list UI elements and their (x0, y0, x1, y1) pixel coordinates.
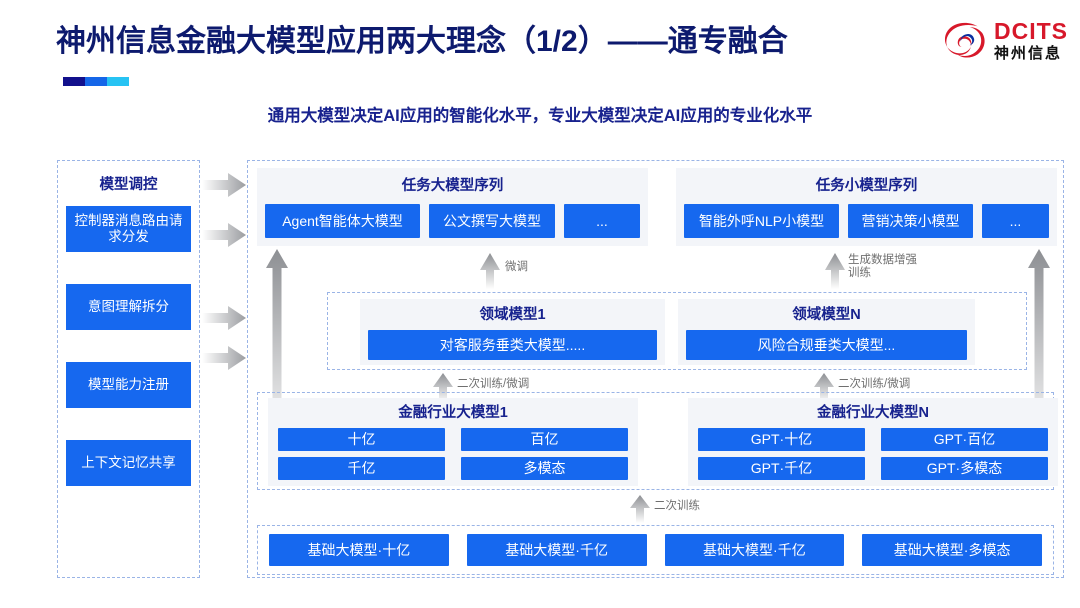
task-sequence-row: 任务大模型序列 Agent智能体大模型 公文撰写大模型 ... 任务小模型序列 … (257, 168, 1057, 246)
sidebar-item-intent-understanding[interactable]: 意图理解拆分 (66, 284, 191, 330)
arrow-label-fine-tune: 微调 (505, 261, 528, 273)
domain-model-1-box[interactable]: 对客服务垂类大模型..... (368, 330, 657, 360)
arrow-label-retrain-finetune-right: 二次训练/微调 (838, 378, 911, 390)
tall-up-arrow-icon-right (1028, 249, 1050, 454)
logo-text-en: DCITS (994, 18, 1068, 44)
arrow-label-gen-data-aug: 生成数据增强 训练 (848, 254, 917, 280)
industry-n-box-gpt-shiyi[interactable]: GPT·十亿 (698, 428, 865, 451)
industry-1-box-shiyi[interactable]: 十亿 (278, 428, 445, 451)
tall-up-arrow-icon-left (266, 249, 288, 454)
domain-model-band: 领域模型1 对客服务垂类大模型..... 领域模型N 风险合规垂类大模型... (327, 292, 1027, 370)
domain-model-1-title: 领域模型1 (479, 307, 546, 323)
arrow-label-retrain: 二次训练 (654, 500, 700, 512)
industry-n-box-gpt-qianyi[interactable]: GPT·千亿 (698, 457, 865, 480)
up-arrow-icon-retrain-left (433, 373, 453, 403)
industry-model-n-title: 金融行业大模型N (817, 405, 929, 421)
industry-model-band: 金融行业大模型1 十亿 百亿 千亿 多模态 金融行业大模型N GPT·十亿 GP… (257, 392, 1058, 490)
domain-model-n-panel: 领域模型N 风险合规垂类大模型... (678, 299, 975, 365)
task-large-model-panel: 任务大模型序列 Agent智能体大模型 公文撰写大模型 ... (257, 168, 648, 246)
task-small-model-title: 任务小模型序列 (815, 178, 918, 194)
task-box-marketing-decision[interactable]: 营销决策小模型 (848, 204, 973, 238)
industry-model-n-boxes: GPT·十亿 GPT·百亿 GPT·千亿 GPT·多模态 (688, 422, 1058, 480)
up-arrow-icon-fine-tune-left (480, 253, 500, 289)
sidebar-panel: 模型调控 控制器消息路由请求分发 意图理解拆分 模型能力注册 上下文记忆共享 (57, 160, 200, 578)
base-model-band: 基础大模型·十亿 基础大模型·千亿 基础大模型·千亿 基础大模型·多模态 (257, 525, 1054, 575)
feed-arrow-icon-2 (202, 223, 246, 247)
base-box-qianyi-2[interactable]: 基础大模型·千亿 (664, 534, 845, 566)
base-box-shiyi[interactable]: 基础大模型·十亿 (269, 534, 449, 566)
feed-arrow-icon-4 (202, 346, 246, 370)
task-box-more-large[interactable]: ... (564, 204, 640, 238)
domain-model-1-panel: 领域模型1 对客服务垂类大模型..... (360, 299, 665, 365)
industry-1-box-multimodal[interactable]: 多模态 (461, 457, 628, 480)
accent-seg-1 (63, 77, 85, 86)
industry-model-1-title: 金融行业大模型1 (398, 405, 508, 421)
sidebar-title: 模型调控 (99, 177, 158, 193)
task-small-model-panel: 任务小模型序列 智能外呼NLP小模型 营销决策小模型 ... (676, 168, 1057, 246)
industry-model-n-panel: 金融行业大模型N GPT·十亿 GPT·百亿 GPT·千亿 GPT·多模态 (688, 398, 1058, 486)
accent-bar (63, 77, 129, 86)
up-arrow-icon-retrain-right (814, 373, 834, 403)
page-subtitle: 通用大模型决定AI应用的智能化水平，专业大模型决定AI应用的专业化水平 (267, 107, 813, 125)
sidebar-item-context-memory[interactable]: 上下文记忆共享 (66, 440, 191, 486)
industry-n-box-gpt-baiyi[interactable]: GPT·百亿 (881, 428, 1048, 451)
arrow-label-retrain-finetune-left: 二次训练/微调 (457, 378, 530, 390)
architecture-container: 任务大模型序列 Agent智能体大模型 公文撰写大模型 ... 任务小模型序列 … (247, 160, 1064, 578)
task-box-more-small[interactable]: ... (982, 204, 1049, 238)
sidebar-item-controller-routing[interactable]: 控制器消息路由请求分发 (66, 206, 191, 252)
task-large-model-boxes: Agent智能体大模型 公文撰写大模型 ... (257, 204, 648, 238)
industry-model-1-panel: 金融行业大模型1 十亿 百亿 千亿 多模态 (268, 398, 638, 486)
page-title: 神州信息金融大模型应用两大理念（1/2）——通专融合 (56, 25, 788, 58)
feed-arrow-icon-1 (202, 173, 246, 197)
industry-n-box-gpt-multimodal[interactable]: GPT·多模态 (881, 457, 1048, 480)
task-box-outbound-nlp[interactable]: 智能外呼NLP小模型 (684, 204, 839, 238)
task-small-model-boxes: 智能外呼NLP小模型 营销决策小模型 ... (676, 204, 1057, 238)
up-arrow-icon-gen-data-aug (825, 253, 845, 289)
base-model-boxes: 基础大模型·十亿 基础大模型·千亿 基础大模型·千亿 基础大模型·多模态 (258, 526, 1053, 566)
industry-1-box-qianyi[interactable]: 千亿 (278, 457, 445, 480)
domain-model-n-title: 领域模型N (792, 307, 861, 323)
task-box-doc-writing[interactable]: 公文撰写大模型 (429, 204, 555, 238)
dcits-swirl-icon (944, 22, 985, 57)
feed-arrow-icon-3 (202, 306, 246, 330)
base-box-qianyi-1[interactable]: 基础大模型·千亿 (466, 534, 647, 566)
accent-seg-3 (107, 77, 129, 86)
accent-seg-2 (85, 77, 107, 86)
sidebar-item-capability-register[interactable]: 模型能力注册 (66, 362, 191, 408)
logo-text-cn: 神州信息 (994, 45, 1063, 62)
industry-model-1-boxes: 十亿 百亿 千亿 多模态 (268, 422, 638, 480)
task-large-model-title: 任务大模型序列 (401, 178, 504, 194)
task-box-agent[interactable]: Agent智能体大模型 (265, 204, 420, 238)
domain-model-n-box[interactable]: 风险合规垂类大模型... (686, 330, 967, 360)
base-box-multimodal[interactable]: 基础大模型·多模态 (862, 534, 1042, 566)
up-arrow-icon-retrain-center (630, 495, 650, 523)
brand-logo: DCITS 神州信息 (944, 20, 1068, 61)
industry-1-box-baiyi[interactable]: 百亿 (461, 428, 628, 451)
